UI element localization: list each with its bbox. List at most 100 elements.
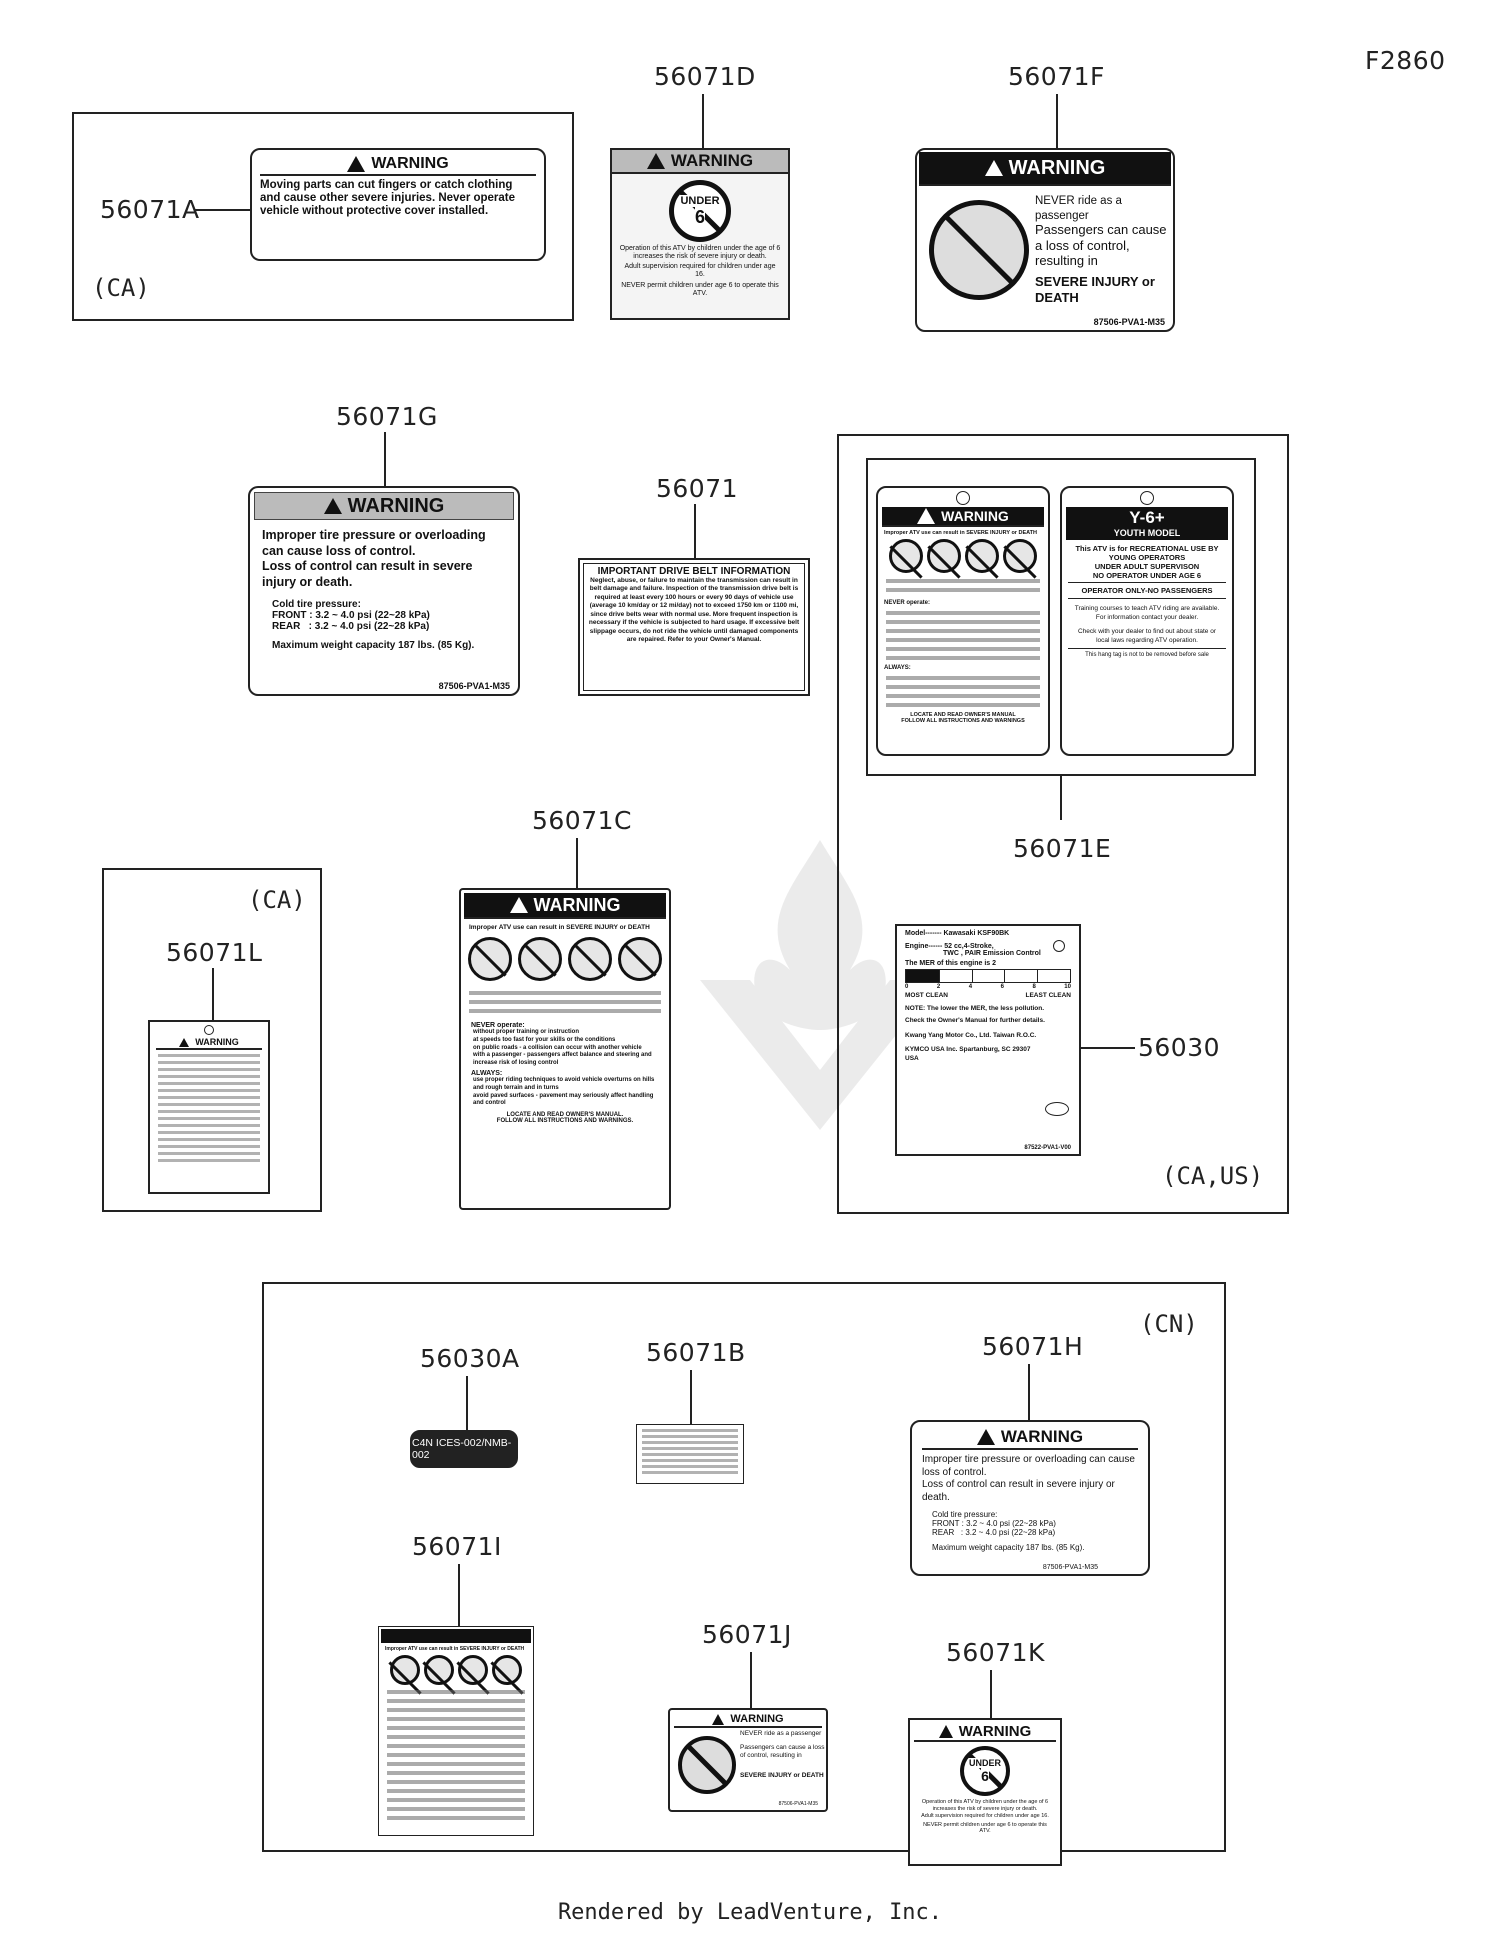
- hang-tag-warning[interactable]: WARNING Improper ATV use can result in S…: [876, 486, 1050, 756]
- leader-56071C: [576, 838, 578, 888]
- hang-hole-icon: [204, 1025, 214, 1035]
- kymco-logo-icon: [1045, 1102, 1069, 1116]
- most-clean: MOST CLEAN: [905, 992, 948, 999]
- warning-triangle-icon: [323, 498, 342, 514]
- region-tag-ca-l: (CA): [248, 886, 306, 914]
- mer-fill: [906, 970, 939, 982]
- frame-56071E: [866, 458, 1256, 776]
- leader-56071H: [1028, 1364, 1030, 1420]
- part-number-56071A[interactable]: 56071A: [100, 195, 200, 224]
- no-passenger-icon: [965, 539, 999, 573]
- label-56071C[interactable]: WARNING Improper ATV use can result in S…: [459, 888, 671, 1210]
- label-text-1: Improper tire pressure or overloading ca…: [262, 528, 486, 558]
- part-number-56071J[interactable]: 56071J: [702, 1620, 792, 1649]
- hang-tag-youth-model[interactable]: Y-6+ YOUTH MODEL This ATV is for RECREAT…: [1060, 486, 1234, 756]
- emission-engine-2: TWC , PAIR Emission Control: [943, 950, 1041, 957]
- no-helmet-icon: [889, 539, 923, 573]
- mer-scale-bar: [905, 969, 1071, 983]
- follow-text: FOLLOW ALL INSTRUCTIONS AND WARNINGS: [901, 718, 1025, 724]
- label-56030A[interactable]: C4N ICES-002/NMB-002: [410, 1430, 518, 1468]
- label-56071J[interactable]: WARNING NEVER ride as a passenger Passen…: [668, 1708, 828, 1812]
- least-clean: LEAST CLEAN: [1025, 992, 1072, 999]
- part-number-56071C[interactable]: 56071C: [532, 806, 632, 835]
- emission-engine: Engine------ 52 cc,4-Stroke,: [905, 943, 994, 950]
- youth-p1: This ATV is for RECREATIONAL USE BY YOUN…: [1075, 543, 1219, 563]
- label-56071H[interactable]: WARNING Improper tire pressure or overlo…: [910, 1420, 1150, 1576]
- max-weight: Maximum weight capacity 187 lbs. (85 Kg)…: [932, 1543, 1085, 1552]
- label-body-lines: [637, 1429, 743, 1474]
- part-number-56071H[interactable]: 56071H: [982, 1332, 1084, 1361]
- part-number-56071L[interactable]: 56071L: [166, 938, 263, 967]
- warning-header: WARNING: [464, 893, 666, 919]
- part-number-56071I[interactable]: 56071I: [412, 1532, 502, 1561]
- always-heading: ALWAYS:: [884, 665, 911, 671]
- c-subtitle: Improper ATV use can result in SEVERE IN…: [469, 924, 650, 931]
- leader-56030A: [466, 1376, 468, 1430]
- label-56071A[interactable]: WARNING Moving parts can cut fingers or …: [250, 148, 546, 261]
- youth-p4: OPERATOR ONLY-NO PASSENGERS: [1068, 583, 1226, 600]
- c-bullet-4: with a passenger - passengers affect bal…: [473, 1052, 652, 1067]
- label-body-lines: [150, 1054, 268, 1162]
- part-number-56071F[interactable]: 56071F: [1008, 62, 1105, 91]
- warning-triangle-icon: [712, 1713, 725, 1725]
- warning-title: WARNING: [730, 1713, 784, 1725]
- label-56071I[interactable]: Improper ATV use can result in SEVERE IN…: [378, 1626, 534, 1836]
- no-passenger-icon: [458, 1655, 488, 1685]
- label-text-2: Loss of control can result in severe inj…: [262, 559, 473, 589]
- warning-triangle-icon: [984, 160, 1003, 176]
- label-56071K[interactable]: WARNING UNDER 6 Operation of this ATV by…: [908, 1718, 1062, 1866]
- mount-hole-icon: [1053, 940, 1065, 952]
- youth-title: Y-6+: [1129, 508, 1165, 527]
- cold-pressure: Cold tire pressure:: [272, 598, 361, 610]
- warning-header: WARNING: [254, 492, 514, 520]
- warning-triangle-icon: [179, 1037, 190, 1047]
- no-passenger-icon: [568, 937, 612, 981]
- leader-56071D: [702, 94, 704, 148]
- under-text: UNDER: [968, 1758, 1001, 1768]
- label-56071B[interactable]: [636, 1424, 744, 1484]
- part-number-56071K[interactable]: 56071K: [946, 1638, 1045, 1667]
- label-56071L[interactable]: WARNING: [148, 1020, 270, 1194]
- label-text: Moving parts can cut fingers or catch cl…: [260, 179, 516, 218]
- never-heading: NEVER operate:: [884, 600, 931, 606]
- warning-triangle-icon: [509, 897, 528, 913]
- mer-tick: 0: [905, 984, 909, 990]
- warning-triangle-icon: [917, 508, 936, 524]
- leader-56071I: [458, 1564, 460, 1626]
- label-line-1: NEVER ride as a passenger: [1035, 195, 1122, 222]
- region-tag-ca-us: (CA,US): [1162, 1162, 1264, 1190]
- label-56071G[interactable]: WARNING Improper tire pressure or overlo…: [248, 486, 520, 696]
- emission-check: Check the Owner's Manual for further det…: [905, 1017, 1045, 1025]
- hang-hole-icon: [956, 491, 970, 505]
- warning-title: WARNING: [533, 894, 621, 915]
- part-number-56071E[interactable]: 56071E: [1013, 834, 1112, 863]
- label-line-3: SEVERE INJURY or DEATH: [740, 1772, 824, 1779]
- youth-header: Y-6+ YOUTH MODEL: [1066, 507, 1228, 540]
- label-56071[interactable]: IMPORTANT DRIVE BELT INFORMATION Neglect…: [578, 558, 810, 696]
- leader-56071J: [750, 1652, 752, 1708]
- part-number-56071[interactable]: 56071: [656, 474, 739, 503]
- no-public-road-icon: [927, 539, 961, 573]
- part-number-56071D[interactable]: 56071D: [654, 62, 756, 91]
- rear-pressure: REAR : 3.2 ~ 4.0 psi (22~28 kPa): [932, 1528, 1056, 1537]
- label-56071F[interactable]: WARNING NEVER ride as a passenger Passen…: [915, 148, 1175, 332]
- cn-frame: [262, 1282, 1226, 1852]
- warning-header: WARNING: [156, 1036, 262, 1050]
- part-number-56030A[interactable]: 56030A: [420, 1344, 520, 1373]
- label-text-1: Operation of this ATV by children under …: [619, 245, 781, 261]
- label-line-1: NEVER ride as a passenger: [740, 1730, 822, 1737]
- label-56030[interactable]: Model------- Kawasaki KSF90BK Engine----…: [895, 924, 1081, 1156]
- belt-text: Neglect, abuse, or failure to maintain t…: [588, 577, 800, 644]
- warning-header: WARNING: [674, 1712, 822, 1728]
- label-56071D[interactable]: WARNING UNDER 6 Operation of this ATV by…: [610, 148, 790, 320]
- warning-title: WARNING: [941, 508, 1009, 524]
- no-public-road-icon: [518, 937, 562, 981]
- c-locate: LOCATE AND READ OWNER'S MANUAL.: [506, 1112, 624, 1119]
- part-number-56030[interactable]: 56030: [1138, 1033, 1221, 1062]
- part-number-56071G[interactable]: 56071G: [336, 402, 438, 431]
- icon-captions: [461, 991, 669, 1013]
- part-number-56071B[interactable]: 56071B: [646, 1338, 746, 1367]
- label-line-3: SEVERE INJURY or DEATH: [1035, 274, 1155, 305]
- no-passenger-icon: [678, 1736, 736, 1794]
